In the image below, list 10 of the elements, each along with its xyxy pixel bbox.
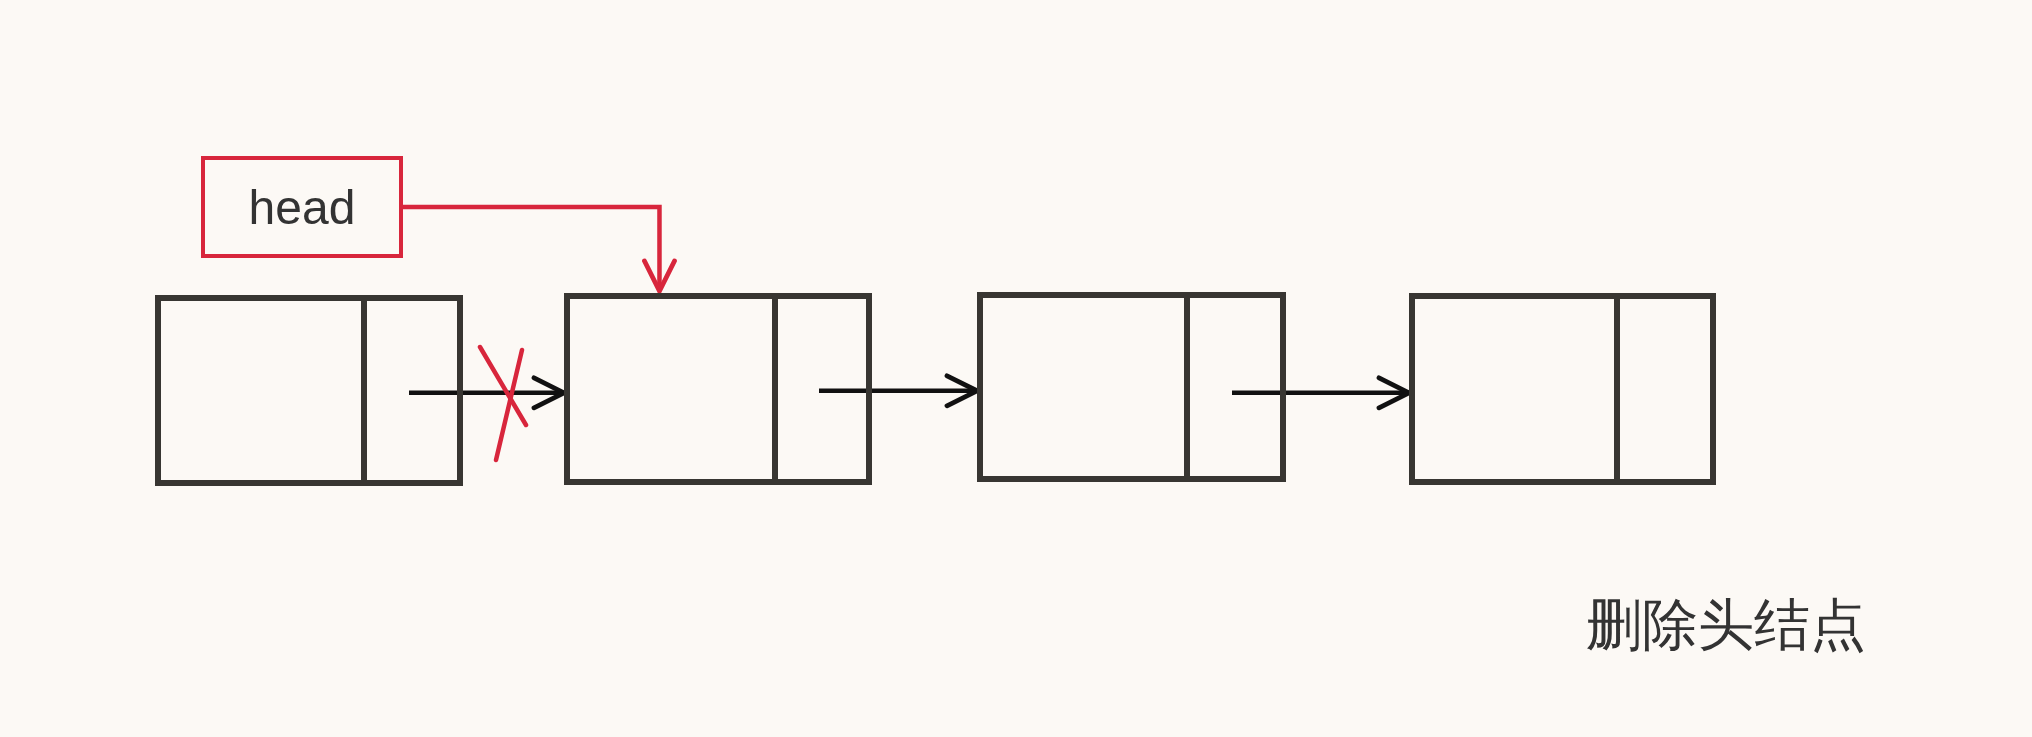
list-node-box bbox=[977, 292, 1286, 482]
list-node-box bbox=[564, 293, 872, 485]
arrow bbox=[403, 204, 677, 294]
pointer-box: head bbox=[201, 156, 403, 258]
arrow bbox=[819, 373, 980, 409]
caption-text: 删除头结点 bbox=[1586, 591, 1866, 659]
list-node-box bbox=[1409, 293, 1716, 485]
list-node-box bbox=[155, 295, 463, 486]
arrow bbox=[1232, 375, 1412, 411]
arrow bbox=[409, 375, 567, 411]
